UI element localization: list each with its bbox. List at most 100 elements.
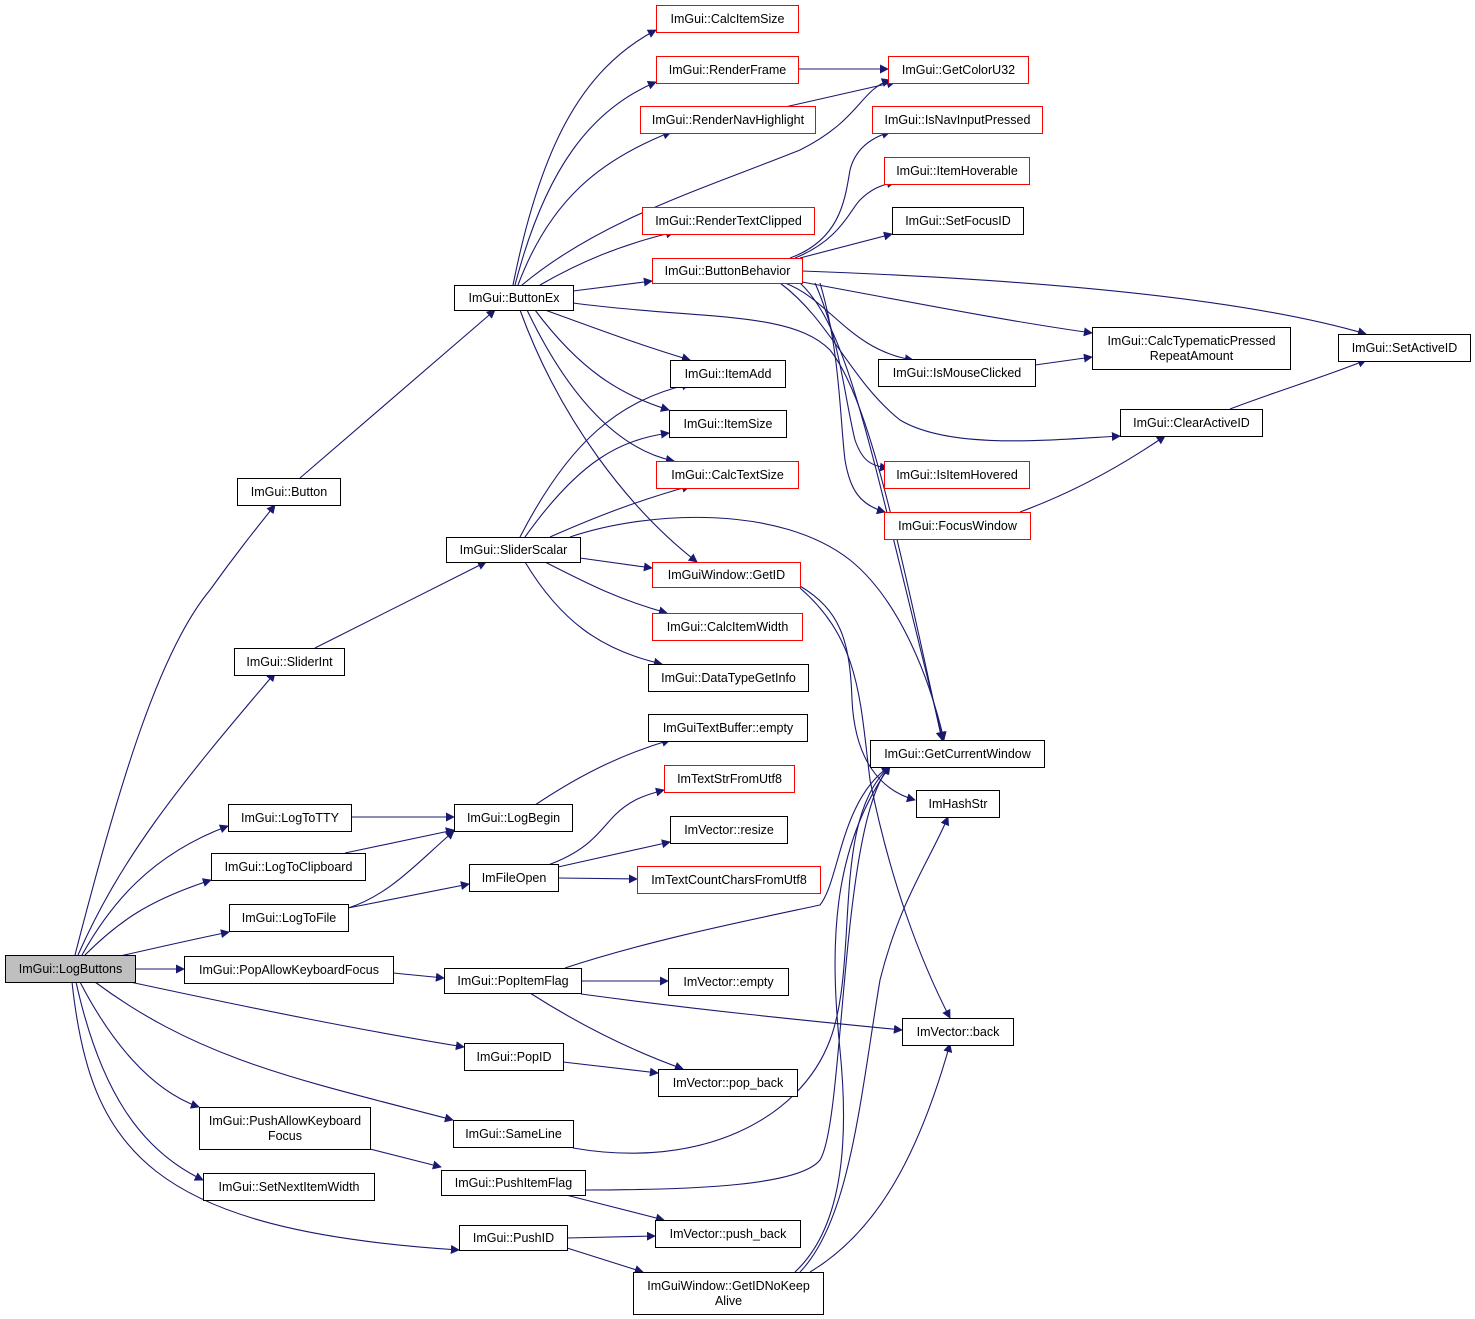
node-box	[655, 1220, 801, 1248]
node-itemhoverable[interactable]: ImGui::ItemHoverable	[884, 157, 1030, 185]
node-calctextsize[interactable]: ImGui::CalcTextSize	[656, 461, 799, 489]
node-box	[668, 968, 789, 996]
node-box	[670, 360, 786, 388]
node-label: ImTextCountCharsFromUtf8	[651, 873, 807, 887]
node-logtotty[interactable]: ImGui::LogToTTY	[228, 804, 352, 832]
node-logtofile[interactable]: ImGui::LogToFile	[229, 904, 349, 932]
node-box	[633, 1272, 824, 1315]
node-sameline[interactable]: ImGui::SameLine	[453, 1120, 574, 1148]
edge-logbuttons-logtotty	[81, 824, 229, 956]
node-setactiveid[interactable]: ImGui::SetActiveID	[1338, 334, 1471, 362]
node-isnavinputpressed[interactable]: ImGui::IsNavInputPressed	[872, 106, 1043, 134]
node-label: ImTextStrFromUtf8	[677, 772, 782, 786]
node-box	[870, 740, 1045, 768]
node-label: ImGui::SliderInt	[246, 655, 333, 669]
edge-sameline-getcurrentwindow	[572, 765, 891, 1154]
node-logbegin[interactable]: ImGui::LogBegin	[454, 804, 573, 832]
node-getid[interactable]: ImGuiWindow::GetID	[652, 562, 801, 588]
node-focuswindow[interactable]: ImGui::FocusWindow	[884, 512, 1031, 540]
node-label: ImGui::PushItemFlag	[455, 1176, 572, 1190]
node-buttonex[interactable]: ImGui::ButtonEx	[454, 285, 574, 311]
node-textcountcharsfromutf8[interactable]: ImTextCountCharsFromUtf8	[637, 866, 821, 894]
edge-buttonex-buttonbehavior	[572, 277, 653, 292]
node-label: ImGui::GetColorU32	[902, 63, 1015, 77]
node-hashstr[interactable]: ImHashStr	[916, 790, 1000, 818]
edge-rendernavhighlight-getcoloru32	[784, 79, 896, 108]
edge-clearactiveid-setactiveid	[1229, 358, 1367, 410]
node-setfocusid[interactable]: ImGui::SetFocusID	[892, 207, 1024, 235]
node-textbufferempty[interactable]: ImGuiTextBuffer::empty	[648, 714, 808, 742]
node-datatypegetinfo[interactable]: ImGui::DataTypeGetInfo	[648, 664, 809, 692]
edge-buttonbehavior-calctypematic	[801, 281, 1093, 337]
node-popid[interactable]: ImGui::PopID	[464, 1043, 564, 1071]
edge-pushallowkbfocus-pushitemflag	[369, 1148, 442, 1170]
node-itemsize[interactable]: ImGui::ItemSize	[669, 410, 787, 438]
node-box	[658, 1069, 798, 1097]
node-getcoloru32[interactable]: ImGui::GetColorU32	[888, 56, 1029, 84]
node-isitemhovered[interactable]: ImGui::IsItemHovered	[884, 461, 1030, 489]
node-setnextitemwidth[interactable]: ImGui::SetNextItemWidth	[203, 1173, 375, 1201]
node-itemadd[interactable]: ImGui::ItemAdd	[670, 360, 786, 388]
node-box	[640, 106, 816, 134]
node-rendertextclipped[interactable]: ImGui::RenderTextClipped	[642, 207, 815, 235]
edge-logbuttons-logtofile	[119, 929, 230, 957]
node-box	[444, 968, 582, 994]
edge-buttonbehavior-itemhoverable	[794, 179, 896, 259]
node-calcitemsize[interactable]: ImGui::CalcItemSize	[656, 5, 799, 33]
node-label: ImGui::IsNavInputPressed	[885, 113, 1031, 127]
edge-logbegin-textbufferempty	[534, 738, 671, 806]
edge-buttonex-calcitemsize	[512, 29, 657, 286]
node-popback[interactable]: ImVector::pop_back	[658, 1069, 798, 1097]
node-ismouseclicked[interactable]: ImGui::IsMouseClicked	[878, 359, 1036, 387]
node-pushback[interactable]: ImVector::push_back	[655, 1220, 801, 1248]
node-box	[648, 714, 808, 742]
node-logtoclipboard[interactable]: ImGui::LogToClipboard	[211, 853, 366, 881]
node-label: ImGui::LogButtons	[19, 962, 123, 976]
node-label: ImGui::SetNextItemWidth	[218, 1180, 359, 1194]
node-rendernavhighlight[interactable]: ImGui::RenderNavHighlight	[640, 106, 816, 134]
node-label: ImGui::SetFocusID	[905, 214, 1011, 228]
node-textstrfromutf8[interactable]: ImTextStrFromUtf8	[664, 765, 795, 793]
node-popallowkbfocus[interactable]: ImGui::PopAllowKeyboardFocus	[184, 956, 394, 984]
node-renderframe[interactable]: ImGui::RenderFrame	[656, 56, 799, 84]
node-label: ImGui::CalcItemSize	[671, 12, 785, 26]
node-clearactiveid[interactable]: ImGui::ClearActiveID	[1120, 409, 1263, 437]
node-label: ImGui::ItemSize	[684, 417, 773, 431]
node-vectorback[interactable]: ImVector::back	[902, 1018, 1014, 1046]
edge-buttonbehavior-focuswindow	[819, 282, 886, 515]
node-fileopen[interactable]: ImFileOpen	[469, 864, 559, 892]
node-sliderint[interactable]: ImGui::SliderInt	[234, 648, 345, 676]
node-getcurrentwindow[interactable]: ImGui::GetCurrentWindow	[870, 740, 1045, 768]
edge-focuswindow-clearactiveid	[1019, 435, 1166, 513]
node-pushid[interactable]: ImGui::PushID	[459, 1225, 568, 1251]
node-label: ImVector::empty	[683, 975, 774, 989]
node-box	[652, 562, 801, 588]
node-box	[916, 790, 1000, 818]
edge-sliderscalar-calctextsize	[549, 483, 691, 538]
node-button[interactable]: ImGui::Button	[237, 478, 341, 506]
node-logbuttons[interactable]: ImGui::LogButtons	[5, 955, 136, 983]
edge-logbuttons-pushallowkbfocus	[79, 981, 200, 1109]
node-buttonbehavior[interactable]: ImGui::ButtonBehavior	[652, 258, 803, 284]
node-label: ImVector::resize	[684, 823, 774, 837]
edge-logtofile-logbegin	[347, 830, 455, 909]
edge-buttonex-rendernavhighlight	[517, 130, 672, 286]
node-vectorresize[interactable]: ImVector::resize	[670, 816, 788, 844]
node-label: ImGui::FocusWindow	[898, 519, 1018, 533]
node-label: ImGui::DataTypeGetInfo	[661, 671, 796, 685]
node-vectorempty[interactable]: ImVector::empty	[668, 968, 789, 996]
node-label: ImFileOpen	[482, 871, 547, 885]
node-label: ImGui::PushAllowKeyboard	[209, 1114, 361, 1128]
edge-fileopen-textstrfromutf8	[547, 787, 665, 866]
node-box	[459, 1225, 568, 1251]
node-sliderscalar[interactable]: ImGui::SliderScalar	[446, 537, 581, 563]
node-box	[652, 613, 803, 641]
node-calcitemwidth[interactable]: ImGui::CalcItemWidth	[652, 613, 803, 641]
edge-logbuttons-popid	[129, 981, 465, 1051]
node-pushitemflag[interactable]: ImGui::PushItemFlag	[441, 1170, 586, 1196]
node-popitemflag[interactable]: ImGui::PopItemFlag	[444, 968, 582, 994]
